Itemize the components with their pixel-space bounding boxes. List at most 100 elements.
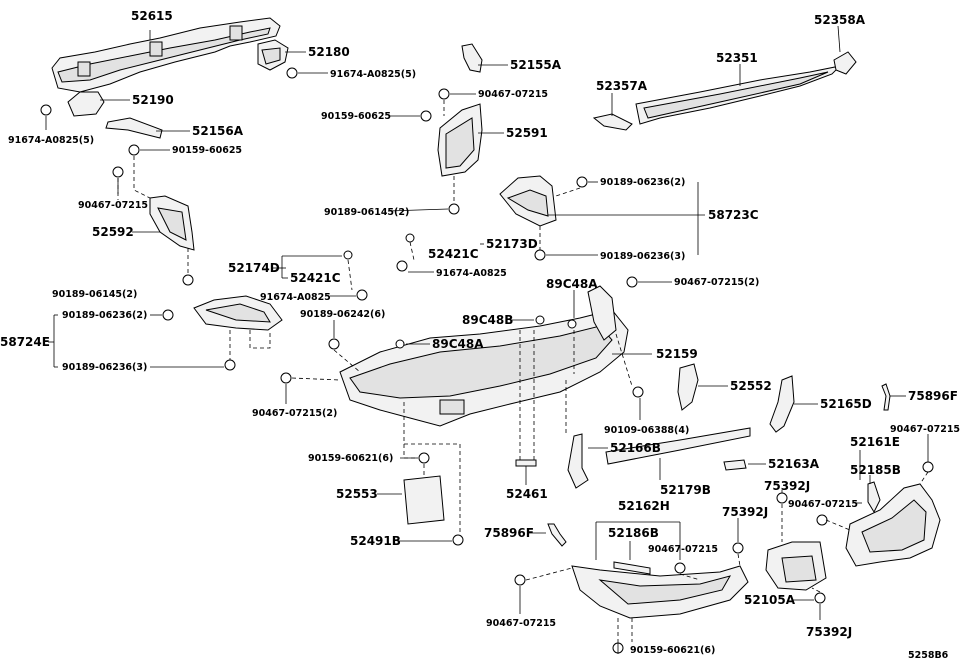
part-52553-pad [403,475,445,525]
part-52190-bracket [67,91,105,117]
part-52163a-plate [723,459,747,471]
part-52162h-lower-cover [571,565,749,619]
part-75896f-strip-a [881,383,891,411]
label-52166b: 52166B [610,441,661,455]
label-58723c: 58723C [708,208,759,222]
bolt-90189-06236-d [224,359,236,371]
label-90189-06236-3a: 90189-06236(3) [600,251,685,262]
part-52105a-cover [765,541,827,591]
label-52162h: 52162H [618,499,670,513]
bolt-91674-a0825-b [356,289,368,301]
label-90159-60625-b: 90159-60625 [172,145,242,156]
label-52180: 52180 [308,45,350,59]
part-labels: 52615 52180 91674-A0825(5) 52155A 52358A… [0,9,960,661]
label-52185b: 52185B [850,463,901,477]
label-75896f-a: 75896F [908,389,958,403]
label-91674-a0825-b: 91674-A0825 [260,292,331,303]
label-52179b: 52179B [660,483,711,497]
part-52591-side-retainer [437,103,483,177]
label-90189-06145-2a: 90189-06145(2) [324,207,409,218]
label-90159-60625-a: 90159-60625 [321,111,391,122]
label-90467-07215-d: 90467-07215 [788,499,858,510]
part-52180-bracket [257,39,289,71]
label-52173d: 52173D [486,237,538,251]
part-52155a-bracket [461,43,483,73]
part-52461-plate [515,459,537,467]
label-90467-07215-a: 90467-07215 [478,89,548,100]
label-91674-a0825-a: 91674-A0825 [436,268,507,279]
label-90467-07215-b: 90467-07215 [78,200,148,211]
label-89c48a-a: 89C48A [546,277,598,291]
part-52357a-end-cap [592,113,633,131]
part-52161e-side-cover [845,483,941,567]
bolt-91674-a0825-5a [286,67,298,79]
label-52156a: 52156A [192,124,244,138]
part-52592-side-retainer [149,195,195,251]
clip-52421c-a [405,233,415,243]
clip-90159-60621-a [418,452,430,464]
label-90159-60621-6b: 90159-60621(6) [630,645,715,656]
part-52156a-strip [105,117,163,139]
label-75896f-b: 75896F [484,526,534,540]
clip-90159-60625-b [128,144,140,156]
clip-90467-07215-2b [280,372,292,384]
fasteners [40,67,934,654]
label-90189-06236-3b: 90189-06236(3) [62,362,147,373]
label-52421c-a: 52421C [428,247,479,261]
clip-90467-07215-2a [626,276,638,288]
clip-90467-07215-c [922,461,934,473]
label-89c48a-b: 89C48A [432,337,484,351]
clip-90467-07215-e [674,562,686,574]
part-52552-cover [677,363,699,411]
label-52461: 52461 [506,487,548,501]
label-90109-06388-4: 90109-06388(4) [604,425,689,436]
clip-52491b [452,534,464,546]
clip-52421c-b [343,250,353,260]
clip-89c48b [535,315,545,325]
label-90189-06236-2b: 90189-06236(2) [62,310,147,321]
label-90189-06242-6: 90189-06242(6) [300,309,385,320]
assembly-dashed-lines [117,100,929,642]
part-75896f-strip-b [547,523,567,547]
label-52174d: 52174D [228,261,280,275]
clip-90467-07215-b [112,166,124,178]
label-91674-a0825-5b: 91674-A0825(5) [8,135,94,146]
label-90189-06236-2a: 90189-06236(2) [600,177,685,188]
part-52186b-strip [613,561,651,575]
part-52165d-piece [769,375,795,433]
label-75392j-b: 75392J [722,505,768,519]
label-diagram-code: 5258B6 [908,650,949,661]
label-75392j-c: 75392J [806,625,852,639]
bolt-90109-06388 [632,386,644,398]
label-91674-a0825-5a: 91674-A0825(5) [330,69,416,80]
bolt-90189-06236-b [534,249,546,261]
bolt-90189-06236-a [576,176,588,188]
label-52553: 52553 [336,487,378,501]
bolt-91674-a0825-5b [40,104,52,116]
bolt-91674-a0825-a [396,260,408,272]
label-52155a: 52155A [510,58,562,72]
part-58723c-bracket [499,175,557,227]
part-52351-step-pad [635,65,842,125]
label-90467-07215-2a: 90467-07215(2) [674,277,759,288]
label-58724e: 58724E [0,335,50,349]
clip-89c48a-b [395,339,405,349]
label-90467-07215-2b: 90467-07215(2) [252,408,337,419]
label-90467-07215-f: 90467-07215 [486,618,556,629]
label-52165d: 52165D [820,397,872,411]
clip-90467-07215-f [514,574,526,586]
bolt-90189-06145-b [182,274,194,286]
label-52357a: 52357A [596,79,648,93]
clip-90159-60625-a [420,110,432,122]
label-52358a: 52358A [814,13,866,27]
label-52159: 52159 [656,347,698,361]
clip-75392j-a [776,492,788,504]
label-52591: 52591 [506,126,548,140]
label-52105a: 52105A [744,593,796,607]
label-75392j-a: 75392J [764,479,810,493]
label-52491b: 52491B [350,534,401,548]
clip-90467-07215-a [438,88,450,100]
label-52161e: 52161E [850,435,900,449]
label-52592: 52592 [92,225,134,239]
